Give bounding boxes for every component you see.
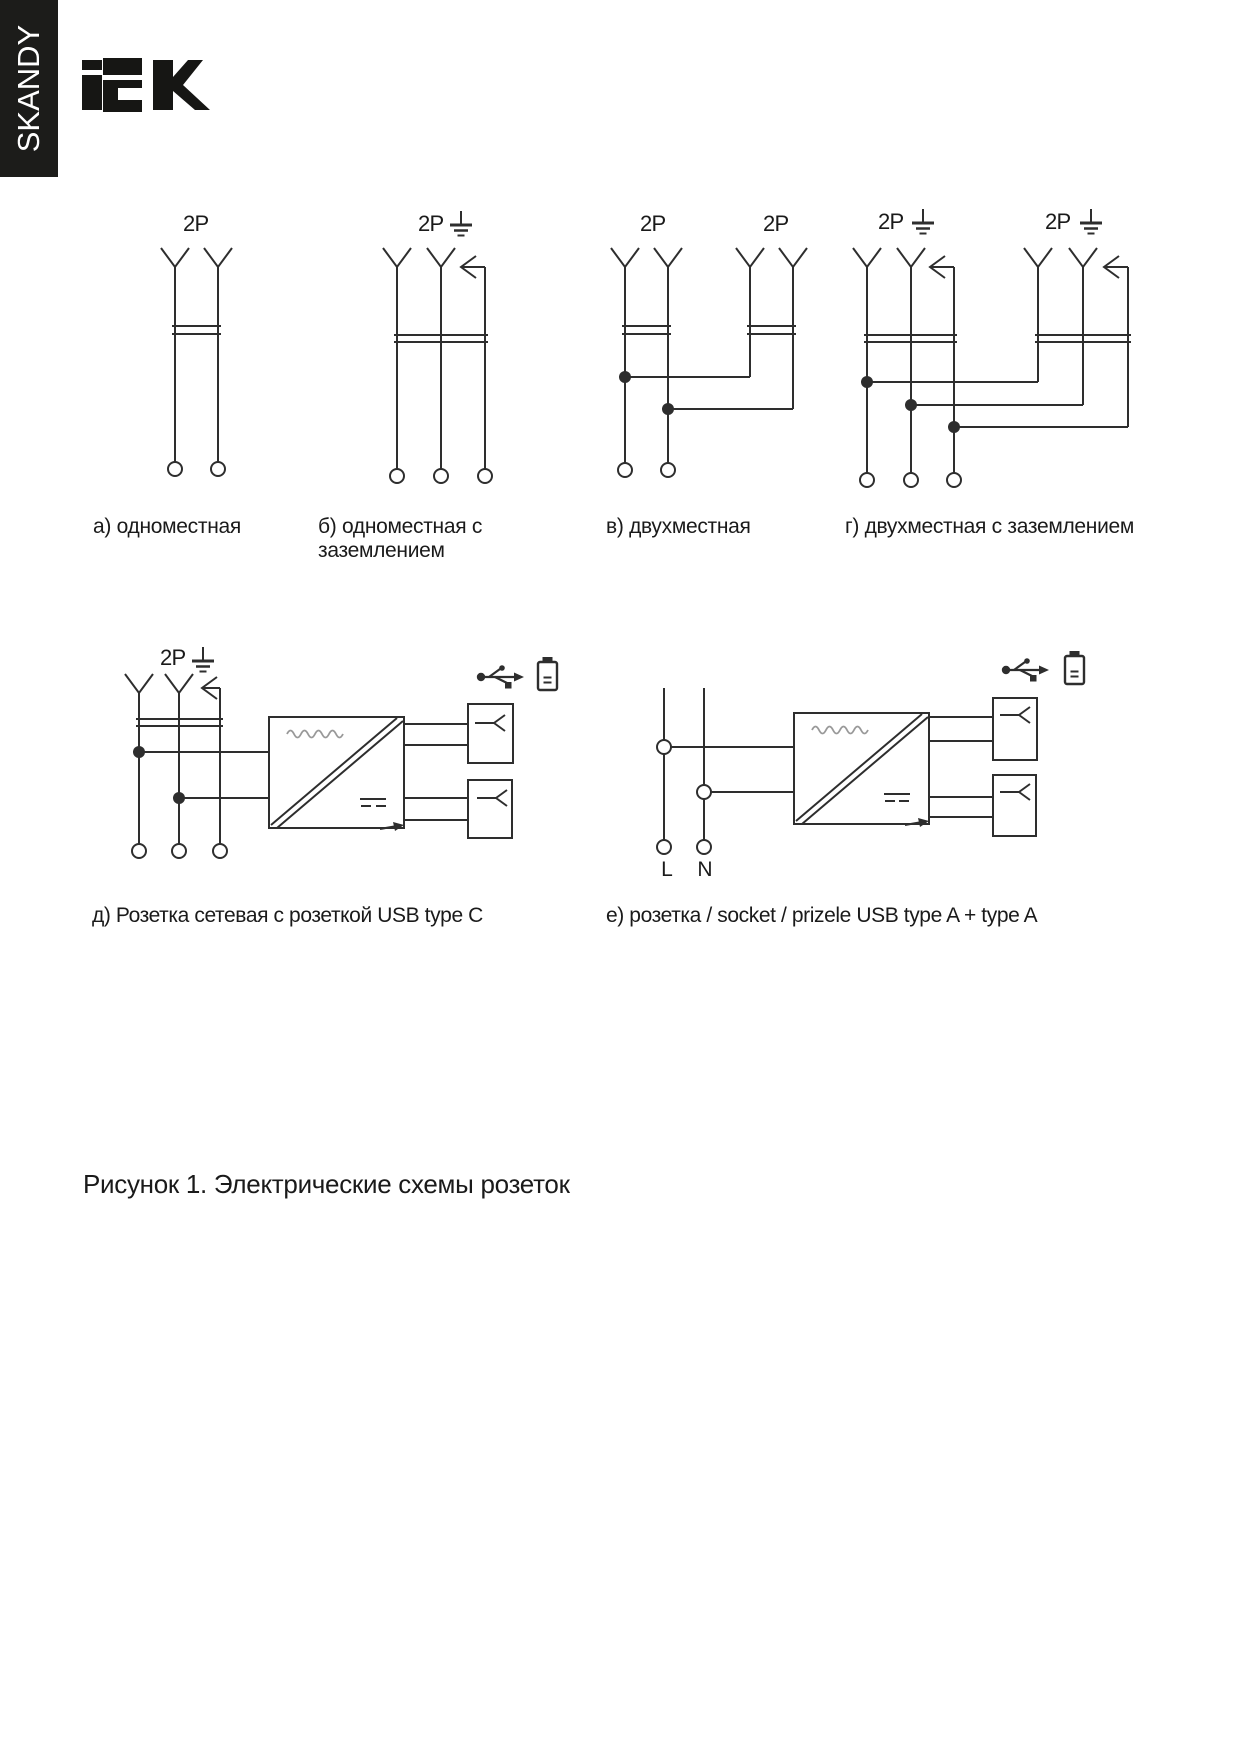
schematic-e-socket-usb-a xyxy=(656,649,1086,855)
pole-label-g2: 2P xyxy=(1045,209,1071,234)
usb-icon xyxy=(1000,657,1051,683)
pole-label-b: 2P xyxy=(418,211,444,236)
ground-icon xyxy=(1078,207,1104,235)
usb-port-box xyxy=(992,697,1038,761)
caption-a: а) одноместная xyxy=(93,515,241,538)
schematic-d-socket-usb-c xyxy=(124,655,559,859)
usb-port-box xyxy=(467,703,514,764)
pole-label-v1: 2P xyxy=(640,211,666,236)
acdc-converter-box xyxy=(268,716,405,831)
terminal-label-line: L xyxy=(661,858,673,881)
usb-port-box xyxy=(467,779,513,839)
caption-d: д) Розетка сетевая с розеткой USB type C xyxy=(92,904,483,927)
ac-sine-icon xyxy=(286,729,344,739)
ground-icon xyxy=(448,209,474,237)
output-arrow-icon xyxy=(904,818,929,827)
dc-symbol-icon xyxy=(884,793,910,802)
pole-label-g1: 2P xyxy=(878,209,904,234)
iek-logo-letters xyxy=(82,58,210,112)
series-sidebar: SKANDY xyxy=(0,0,58,177)
pole-label-v2: 2P xyxy=(763,211,789,236)
battery-icon xyxy=(1063,649,1086,686)
schematic-b-single-socket-earthed xyxy=(382,247,493,484)
caption-b: б) одноместная с заземлением xyxy=(318,515,483,562)
dc-symbol-icon xyxy=(360,798,386,807)
schematics-canvas xyxy=(124,207,1131,859)
iek-logo xyxy=(82,58,210,112)
caption-v: в) двухместная xyxy=(606,515,751,538)
ac-sine-icon xyxy=(811,725,869,735)
ground-icon xyxy=(190,645,216,673)
usb-port-box xyxy=(992,774,1037,837)
schematic-g-double-socket-earthed xyxy=(852,247,1131,488)
schematic-a-single-socket xyxy=(160,247,233,477)
schematic-v-double-socket xyxy=(610,247,808,478)
caption-e: е) розетка / socket / prizele USB type A… xyxy=(606,904,1038,927)
terminal-label-neutral: N xyxy=(697,858,713,881)
usb-icon xyxy=(475,664,526,690)
pole-label-a: 2P xyxy=(183,211,209,236)
battery-icon xyxy=(536,655,559,692)
acdc-converter-box xyxy=(793,712,930,827)
output-arrow-icon xyxy=(379,822,404,831)
pole-label-d: 2P xyxy=(160,645,186,670)
figure-caption: Рисунок 1. Электрические схемы розеток xyxy=(83,1169,570,1199)
caption-g: г) двухместная с заземлением xyxy=(845,515,1135,538)
ground-icon xyxy=(910,207,936,235)
